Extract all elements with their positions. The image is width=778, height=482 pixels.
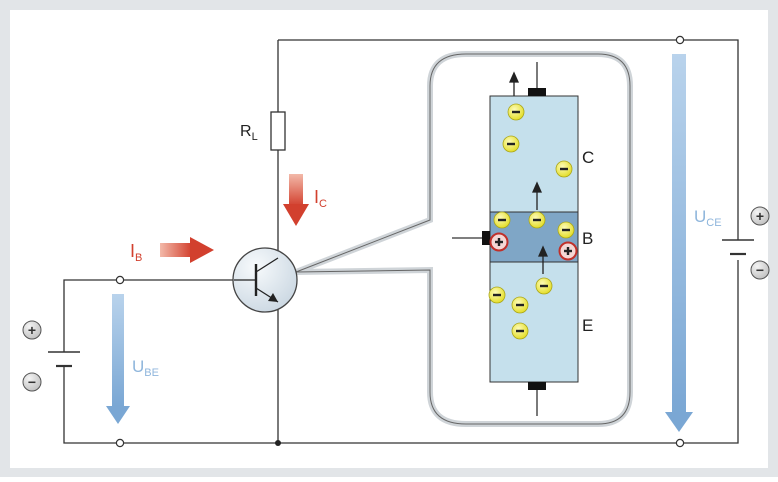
load-resistor: [270, 111, 286, 151]
electron: [511, 296, 529, 314]
electron: [528, 211, 546, 229]
electron: [555, 160, 573, 178]
circuit-wires: [63, 39, 739, 444]
electron: [502, 135, 520, 153]
hole: [558, 241, 578, 261]
ic-label: IC: [314, 187, 327, 210]
hole: [489, 232, 509, 252]
electron: [507, 103, 525, 121]
right-minus-badge: −: [750, 260, 770, 280]
right-wire-upper: [682, 39, 739, 240]
electron: [557, 221, 575, 239]
electron: [535, 277, 553, 295]
left-wire-upper: [63, 279, 116, 352]
right-wire-lower: [682, 260, 739, 444]
transistor-symbol: [232, 247, 298, 313]
ib-label: IB: [130, 241, 142, 264]
region-label-e: E: [582, 316, 593, 335]
terminal-ce-bottom: [675, 438, 685, 448]
svg-text:−: −: [28, 374, 36, 390]
region-label-c: C: [582, 148, 594, 167]
left-minus-badge: −: [22, 372, 42, 392]
svg-text:+: +: [28, 322, 36, 338]
ic-current-arrow: [283, 174, 309, 226]
svg-text:−: −: [756, 262, 764, 278]
right-plus-badge: +: [750, 206, 770, 226]
collector-region: [489, 95, 579, 213]
ube-label: UBE: [132, 357, 159, 379]
battery-left: [48, 351, 80, 368]
battery-right: [722, 239, 754, 256]
ube-voltage-arrow: [106, 294, 130, 424]
uce-label: UCE: [694, 207, 722, 229]
terminal-base-bottom: [115, 438, 125, 448]
callout-outline: [295, 53, 631, 425]
terminal-ce-top: [675, 35, 685, 45]
ib-current-arrow: [160, 237, 214, 263]
region-label-b: B: [582, 229, 593, 248]
resistor-label: RL: [240, 123, 258, 143]
base-contact: [482, 231, 490, 245]
left-wire-lower: [63, 366, 116, 444]
junction-dot: [275, 440, 281, 446]
svg-text:+: +: [756, 208, 764, 224]
collector-contact: [528, 88, 546, 96]
terminal-base-top: [115, 275, 125, 285]
electron: [493, 211, 511, 229]
emitter-contact: [528, 382, 546, 390]
electron: [488, 286, 506, 304]
electron: [511, 322, 529, 340]
electrons: [488, 103, 575, 340]
emitter-region: [489, 261, 579, 383]
uce-voltage-arrow: [665, 54, 693, 432]
electron-motion-arrows: [508, 71, 549, 274]
holes: [489, 232, 578, 261]
terminals: [115, 35, 685, 448]
left-plus-badge: +: [22, 320, 42, 340]
